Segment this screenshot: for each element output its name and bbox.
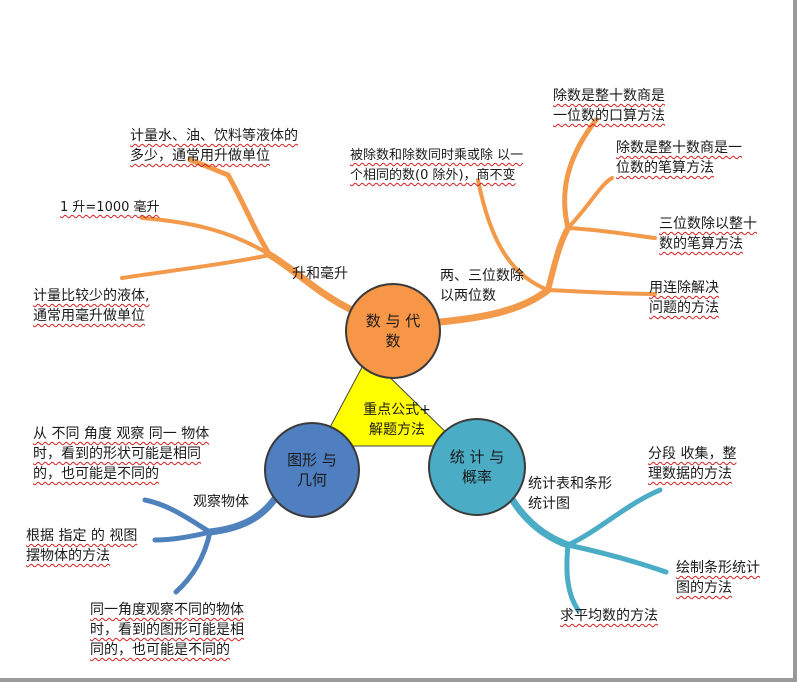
leaf-angles-line3: 的，也可能是不同的 — [33, 466, 159, 482]
leaf-tens-written-line2: 位数的笔算方法 — [616, 160, 714, 176]
leaf-arrange: 根据 指定 的 视图 摆物体的方法 — [26, 526, 137, 566]
leaf-liquid-ml: 计量比较少的液体, 通常用毫升做单位 — [33, 286, 149, 326]
charts-branch-label-line2: 统计图 — [528, 496, 570, 512]
center-triangle — [319, 355, 462, 447]
window-border-bottom — [0, 678, 797, 682]
leaf-same-angle-line3: 同的，也可能是不同的 — [90, 642, 230, 658]
leaf-collect-data-line2: 理数据的方法 — [648, 466, 732, 482]
center-title-line1: 重点公式+ — [363, 402, 431, 418]
division-branch-label-line2: 以两位数 — [440, 288, 496, 304]
statistics-node-line2: 概率 — [461, 468, 492, 486]
leaf-collect-data-line1: 分段 收集，整 — [648, 446, 737, 462]
leaf-same-angle: 同一角度观察不同的物体 时，看到的图形可能是相 同的，也可能是不同的 — [90, 600, 244, 660]
division-branch — [436, 117, 657, 326]
division-branch-label: 两、三位数除 以两位数 — [440, 266, 524, 306]
leaf-three-digit-line2: 数的笔算方法 — [659, 236, 743, 252]
algebra-node-line1: 数 与 代 — [365, 312, 421, 330]
leaf-tens-oral-line2: 一位数的口算方法 — [553, 108, 665, 124]
geometry-node-line1: 图形 与 — [287, 451, 337, 469]
leaf-consecutive-line2: 问题的方法 — [649, 300, 719, 316]
leaf-tens-written-line1: 除数是整十数商是一 — [616, 140, 742, 156]
leaf-consecutive-line1: 用连除解决 — [649, 280, 719, 296]
window-border-right — [793, 0, 797, 682]
leaf-draw-chart-line2: 图的方法 — [676, 580, 732, 596]
leaf-liquid-ml-line1: 计量比较少的液体, — [33, 288, 150, 304]
division-branch-label-line1: 两、三位数除 — [440, 268, 524, 284]
geometry-node[interactable]: 图形 与 几何 — [264, 422, 360, 518]
leaf-tens-oral-line1: 除数是整十数商是 — [553, 88, 665, 104]
volume-branch — [120, 157, 356, 314]
leaf-liquid-ml-line2: 通常用毫升做单位 — [33, 308, 145, 324]
leaf-draw-chart: 绘制条形统计 图的方法 — [676, 558, 760, 598]
leaf-conversion: 1 升=1000 毫升 — [60, 198, 160, 218]
charts-branch-label-line1: 统计表和条形 — [528, 476, 612, 492]
leaf-collect-data: 分段 收集，整 理数据的方法 — [648, 444, 736, 484]
leaf-angles-line1: 从 不同 角度 观察 同一 物体 — [33, 426, 210, 442]
leaf-tens-written: 除数是整十数商是一 位数的笔算方法 — [616, 138, 742, 178]
leaf-arrange-line2: 摆物体的方法 — [26, 548, 110, 564]
leaf-arrange-line1: 根据 指定 的 视图 — [26, 528, 138, 544]
leaf-invariance-line2: 个相同的数(0 除外)，商不变 — [350, 168, 516, 183]
leaf-consecutive: 用连除解决 问题的方法 — [649, 278, 719, 318]
leaf-average-text: 求平均数的方法 — [560, 608, 658, 624]
algebra-node-line2: 数 — [385, 332, 401, 350]
leaf-liquid-liter-line1: 计量水、油、饮料等液体的 — [130, 128, 298, 144]
leaf-same-angle-line1: 同一角度观察不同的物体 — [90, 602, 244, 618]
leaf-liquid-liter-line2: 多少，通常用升做单位 — [130, 148, 270, 164]
leaf-draw-chart-line1: 绘制条形统计 — [676, 560, 760, 576]
center-title-line2: 解题方法 — [369, 422, 425, 438]
charts-branch-label: 统计表和条形 统计图 — [528, 474, 612, 514]
center-title: 重点公式+ 解题方法 — [356, 400, 438, 440]
statistics-node-line1: 统 计 与 — [449, 448, 505, 466]
leaf-three-digit: 三位数除以整十 数的笔算方法 — [659, 214, 757, 254]
leaf-angles: 从 不同 角度 观察 同一 物体 时，看到的形状可能是相同 的，也可能是不同的 — [33, 424, 209, 484]
leaf-tens-oral: 除数是整十数商是 一位数的口算方法 — [553, 86, 665, 126]
leaf-invariance-line1: 被除数和除数同时乘或除 以一 — [350, 148, 524, 163]
leaf-invariance: 被除数和除数同时乘或除 以一 个相同的数(0 除外)，商不变 — [350, 146, 523, 186]
leaf-same-angle-line2: 时，看到的图形可能是相 — [90, 622, 244, 638]
leaf-average: 求平均数的方法 — [560, 606, 658, 626]
leaf-angles-line2: 时，看到的形状可能是相同 — [33, 446, 201, 462]
statistics-node[interactable]: 统 计 与 概率 — [428, 418, 526, 516]
observe-branch-label: 观察物体 — [193, 494, 249, 510]
algebra-node[interactable]: 数 与 代 数 — [345, 283, 441, 379]
leaf-liquid-liter: 计量水、油、饮料等液体的 多少，通常用升做单位 — [130, 126, 298, 166]
geometry-node-line2: 几何 — [296, 471, 327, 489]
leaf-conversion-text: 1 升=1000 毫升 — [60, 200, 160, 215]
leaf-three-digit-line1: 三位数除以整十 — [659, 216, 757, 232]
volume-branch-label: 升和毫升 — [292, 266, 348, 282]
